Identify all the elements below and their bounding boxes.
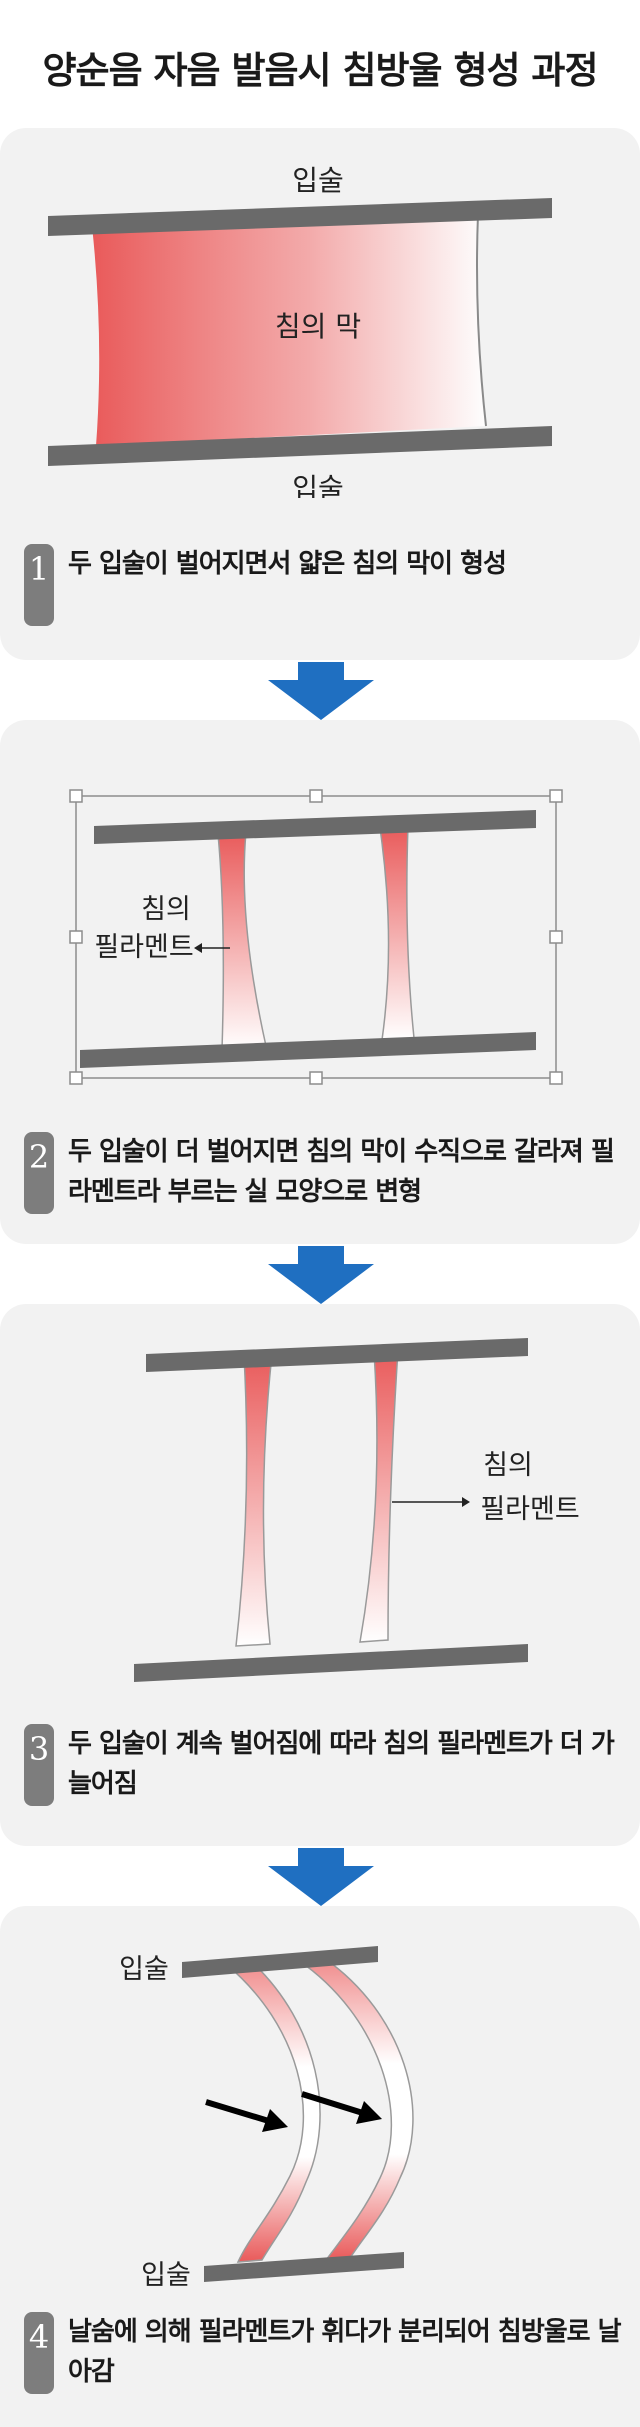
lower-lip-bar: [48, 426, 552, 466]
step-description: 두 입술이 계속 벌어짐에 따라 침의 필라멘트가 더 가늘어짐: [68, 1729, 615, 1799]
upper-lip-bar: [48, 198, 552, 236]
saliva-filament-left: [235, 1353, 273, 1647]
filament-label-line1: 침의: [483, 1450, 533, 1481]
lower-lip-bar: [134, 1644, 528, 1682]
panel-step-3: 침의 필라멘트 3 두 입술이 계속 벌어짐에 따라 침의 필라멘트가 더 가늘…: [0, 1304, 640, 1846]
step-description: 두 입술이 더 벌어지면 침의 막이 수직으로 갈라져 필라멘트라 부르는 실 …: [68, 1137, 615, 1207]
pointer-arrowhead: [194, 943, 202, 953]
down-arrow-icon: [268, 1246, 374, 1304]
lower-lip-bar: [80, 1032, 536, 1068]
step-description: 날숨에 의해 필라멘트가 휘다가 분리되어 침방울로 날아감: [68, 2317, 622, 2387]
saliva-filament-right: [379, 825, 415, 1041]
lip-film-diagram: 입술 침의 막 입술: [48, 164, 552, 498]
down-arrow-icon: [268, 662, 374, 720]
saliva-filament-right: [359, 1349, 399, 1643]
filament-diagram: 침의 필라멘트: [69, 789, 563, 1085]
exhale-arrow-icon: [301, 2091, 382, 2124]
upper-lip-bar: [146, 1338, 528, 1372]
exhale-arrow-icon: [205, 2099, 288, 2132]
filament-label-line2: 필라멘트: [480, 1494, 579, 1525]
upper-lip-label: 입술: [119, 1954, 169, 1985]
upper-lip-label: 입술: [292, 164, 344, 197]
film-label: 침의 막: [275, 310, 361, 343]
upper-lip-bar: [182, 1946, 378, 1978]
step-number-badge: 3: [24, 1724, 54, 1806]
upper-lip-bar: [94, 810, 536, 844]
step-number-badge: 2: [24, 1132, 54, 1214]
bending-filament-diagram: 입술 입술: [119, 1946, 414, 2291]
panel-step-4: 입술 입술 4 날숨에 의해 필라멘트가 휘다가 분리되어 침방울로 날아감: [0, 1906, 640, 2427]
panel-step-2: 침의 필라멘트 2 두 입술이 더 벌어지면 침의 막이 수직으로 갈라져 필라…: [0, 720, 640, 1244]
step-number-badge: 4: [24, 2312, 54, 2394]
page-title: 양순음 자음 발음시 침방울 형성 과정: [42, 49, 598, 92]
lower-lip-bar: [204, 2252, 404, 2282]
saliva-film: [92, 214, 486, 446]
panel-step-1: 입술 침의 막 입술 1 두 입술이 벌어지면서 얇은 침의 막이 형성: [0, 128, 640, 660]
pointer-arrowhead: [462, 1497, 470, 1507]
saliva-filament-left: [217, 831, 267, 1051]
thin-filament-diagram: 침의 필라멘트: [134, 1338, 580, 1682]
step-description: 두 입술이 벌어지면서 얇은 침의 막이 형성: [68, 549, 507, 579]
down-arrow-icon: [268, 1848, 374, 1906]
lower-lip-label: 입술: [141, 2260, 191, 2291]
saliva-filament-left: [224, 1961, 321, 2263]
lower-lip-label: 입술: [292, 472, 344, 498]
filament-label-line2: 필라멘트: [94, 932, 193, 963]
step-number-badge: 1: [24, 544, 54, 626]
filament-label-line1: 침의: [141, 894, 191, 925]
